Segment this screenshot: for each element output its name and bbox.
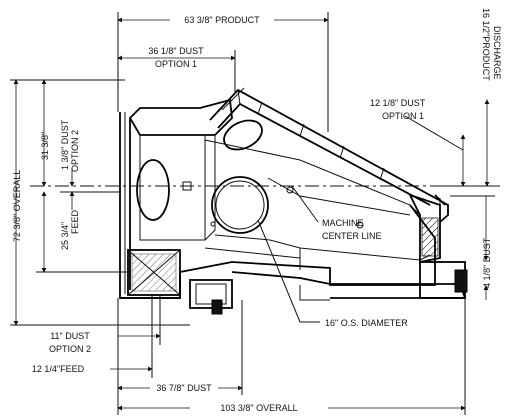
dim-dust-option2-horiz-sub: OPTION 2 — [49, 344, 91, 354]
dim-feed-height-sub: FEED — [70, 209, 80, 234]
dim-dust-option1-right: 12 1/8" DUST — [370, 98, 426, 108]
dim-dust-option1-right-sub: OPTION 1 — [382, 111, 424, 121]
dim-overall-height: 72 3/8" OVERALL — [12, 170, 22, 242]
dim-dust-option2-vert-sub: OPTION 2 — [70, 130, 80, 172]
dim-dust-right-vert: 4 1/8" DUST — [482, 237, 492, 288]
dim-overall-width: 103 3/8" OVERALL — [220, 403, 297, 413]
dim-feed-horiz: 12 1/4"FEED — [32, 364, 85, 374]
dim-product-discharge: 16 1/2"PRODUCT — [481, 8, 491, 81]
machine-center-label-sub: CENTER LINE — [322, 231, 382, 241]
dim-diameter: 16" O.S. DIAMETER — [325, 318, 408, 328]
dim-dust-option1-top-sub: OPTION 1 — [155, 59, 197, 69]
dim-product-discharge-sub: DISCHARGE — [492, 26, 502, 80]
machine-body — [119, 87, 468, 315]
dimension-labels: 63 3/8" PRODUCT 36 1/8" DUST OPTION 1 16… — [12, 8, 502, 413]
dimension-lines — [10, 12, 500, 415]
machine-center-label: MACHINE — [322, 218, 364, 228]
dim-dust-option1-top: 36 1/8" DUST — [148, 46, 204, 56]
dim-dust-bottom: 36 7/8" DUST — [156, 383, 212, 393]
dim-feed-height: 25 3/4" — [60, 222, 70, 250]
dim-dust-option2-vert: 1 3/8" DUST — [60, 119, 70, 170]
dim-upper-height: 31 3/8" — [40, 132, 50, 160]
dim-product-width: 63 3/8" PRODUCT — [184, 15, 260, 25]
dim-dust-option2-horiz: 11" DUST — [50, 331, 90, 341]
